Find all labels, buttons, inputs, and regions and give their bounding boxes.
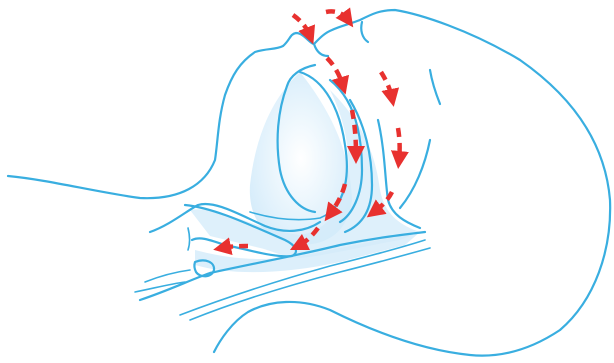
posterior-pharynx-outline — [400, 140, 430, 208]
throat-lining — [188, 228, 190, 250]
airflow-arrow-nose-2 — [326, 11, 348, 20]
lip-outline — [314, 44, 328, 56]
airflow-arrow-nasopharynx — [327, 58, 343, 86]
nostril-outline — [361, 22, 368, 42]
eye-outline — [430, 70, 440, 104]
airflow-arrow-nasal-cavity — [381, 72, 392, 98]
larynx-outline — [145, 270, 190, 282]
airflow-arrow-pharynx-back — [398, 128, 400, 160]
